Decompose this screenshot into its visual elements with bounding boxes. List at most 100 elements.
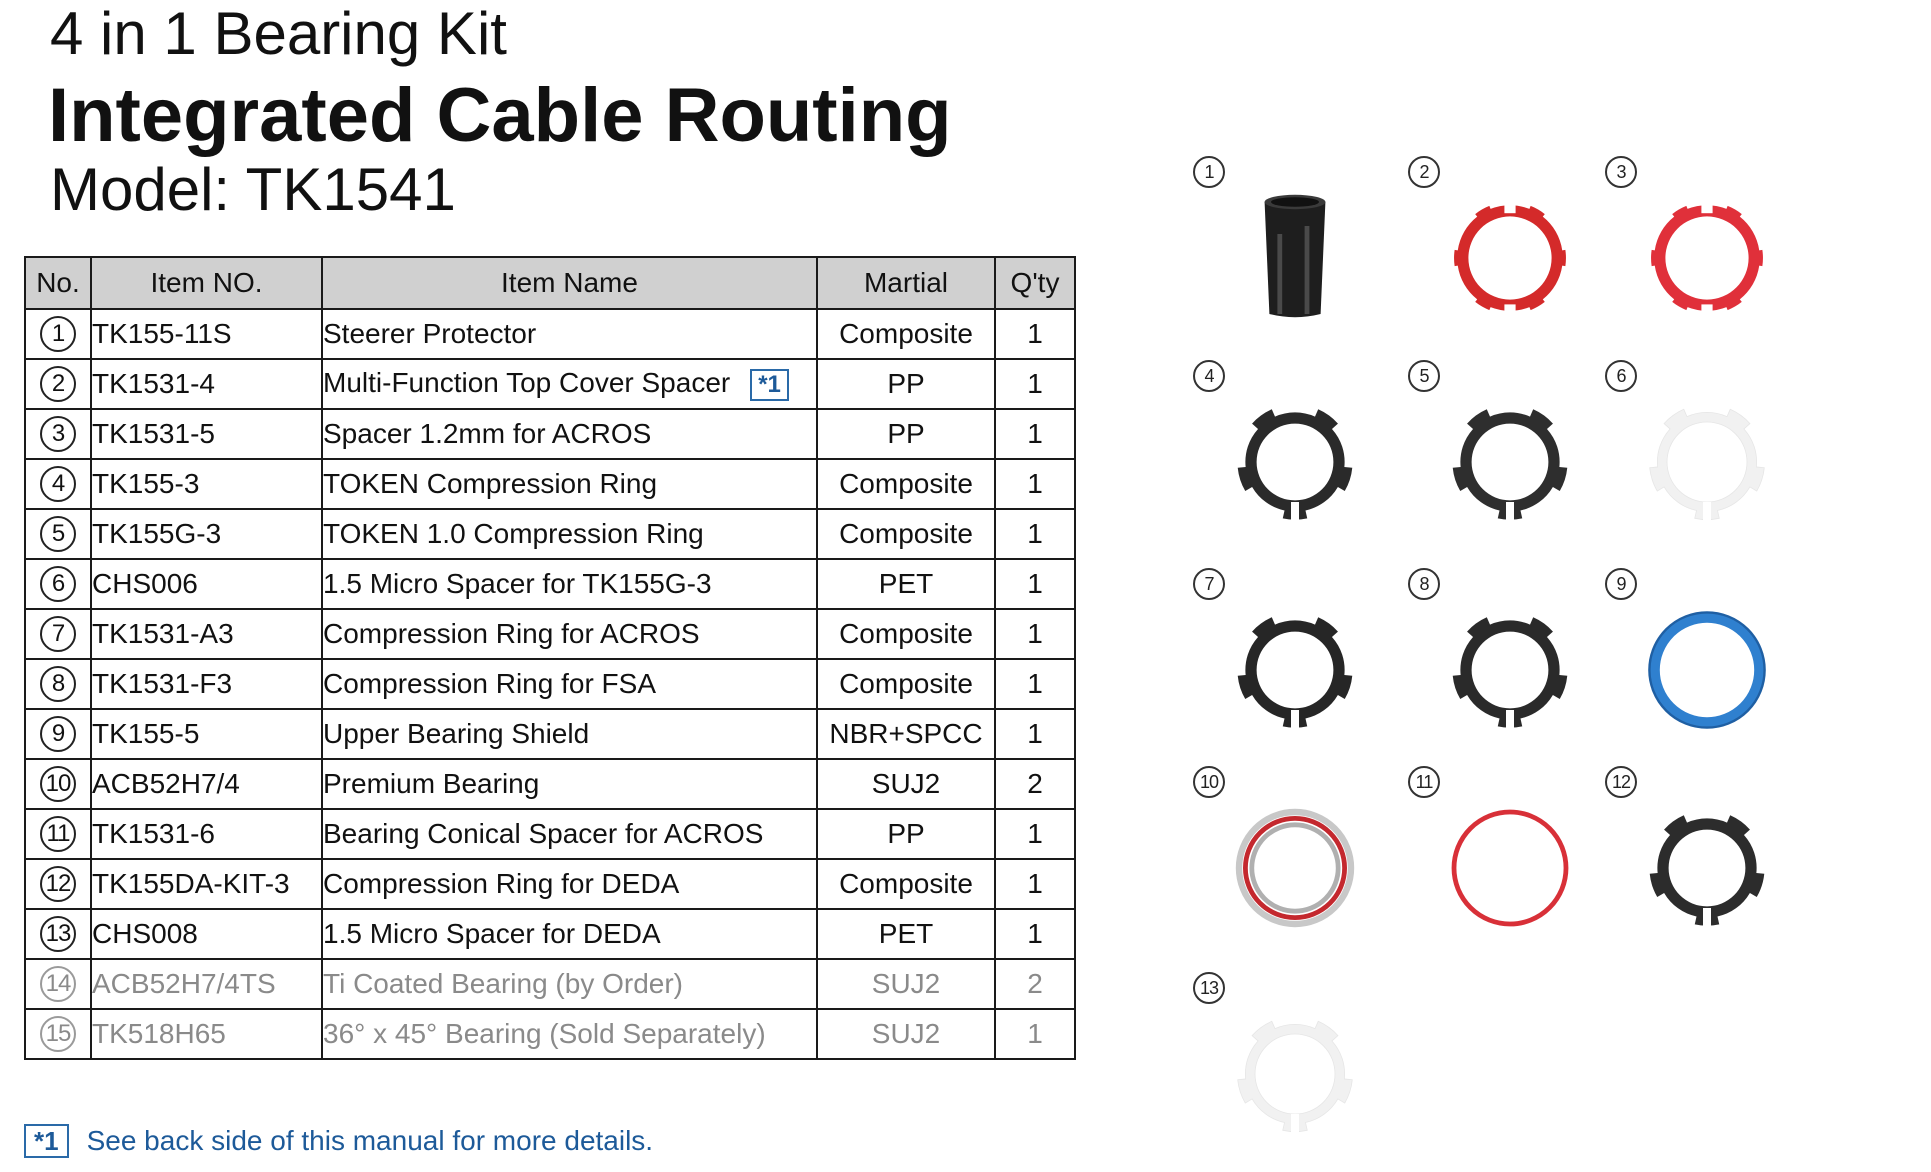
item-name-cell: Compression Ring for ACROS <box>321 608 818 660</box>
row-number-badge: 7 <box>40 616 76 652</box>
material-cell: PET <box>816 908 996 960</box>
micro-spacer-icon <box>1649 408 1765 526</box>
footnote-marker: *1 <box>24 1124 69 1158</box>
compression-ring-icon <box>1237 617 1353 734</box>
item-name-cell: 36° x 45° Bearing (Sold Separately) <box>321 1008 818 1060</box>
row-number-badge: 11 <box>40 816 76 852</box>
item-name-cell: 1.5 Micro Spacer for DEDA <box>321 908 818 960</box>
quantity-cell: 1 <box>994 308 1076 360</box>
part-illustration: 1 <box>1193 156 1393 356</box>
quantity-cell: 1 <box>994 408 1076 460</box>
item-name: TOKEN Compression Ring <box>323 468 658 499</box>
part-illustration: 7 <box>1193 568 1393 768</box>
part-number-badge: 12 <box>1605 766 1637 798</box>
header-material: Martial <box>816 256 996 310</box>
item-name-cell: Steerer Protector <box>321 308 818 360</box>
kit-title: 4 in 1 Bearing Kit <box>50 0 507 67</box>
item-number-cell: ACB52H7/4TS <box>90 958 323 1010</box>
compression-ring-icon <box>1237 409 1353 526</box>
item-name-cell: Compression Ring for DEDA <box>321 858 818 910</box>
item-name-cell: Multi-Function Top Cover Spacer *1 <box>321 358 818 410</box>
item-number-cell: TK155DA-KIT-3 <box>90 858 323 910</box>
quantity-cell: 1 <box>994 858 1076 910</box>
part-number-badge: 3 <box>1605 156 1637 188</box>
note-marker: *1 <box>750 368 789 401</box>
item-name: Compression Ring for ACROS <box>323 618 700 649</box>
item-number-cell: TK155-11S <box>90 308 323 360</box>
material-cell: PET <box>816 558 996 610</box>
part-illustration: 3 <box>1605 156 1805 356</box>
row-number-cell: 14 <box>24 958 92 1010</box>
item-name: Bearing Conical Spacer for ACROS <box>323 818 764 849</box>
item-name: Spacer 1.2mm for ACROS <box>323 418 652 449</box>
item-name-cell: Spacer 1.2mm for ACROS <box>321 408 818 460</box>
row-number-cell: 7 <box>24 608 92 660</box>
item-number-cell: TK155-5 <box>90 708 323 760</box>
quantity-cell: 1 <box>994 558 1076 610</box>
table-header-row: No. Item NO. Item Name Martial Q'ty <box>24 256 1076 310</box>
item-number-cell: TK1531-4 <box>90 358 323 410</box>
row-number-badge: 3 <box>40 416 76 452</box>
item-number-cell: TK1531-5 <box>90 408 323 460</box>
part-illustration: 8 <box>1408 568 1608 768</box>
part-illustration: 6 <box>1605 360 1805 560</box>
row-number-cell: 8 <box>24 658 92 710</box>
quantity-cell: 1 <box>994 458 1076 510</box>
material-cell: SUJ2 <box>816 958 996 1010</box>
item-name-cell: 1.5 Micro Spacer for TK155G-3 <box>321 558 818 610</box>
row-number-badge: 2 <box>40 366 76 402</box>
row-number-cell: 13 <box>24 908 92 960</box>
row-number-cell: 4 <box>24 458 92 510</box>
row-number-badge: 15 <box>40 1016 76 1052</box>
row-number-cell: 15 <box>24 1008 92 1060</box>
quantity-cell: 1 <box>994 508 1076 560</box>
material-cell: Composite <box>816 858 996 910</box>
model-number: Model: TK1541 <box>50 156 456 223</box>
part-number-badge: 7 <box>1193 568 1225 600</box>
part-number-badge: 10 <box>1193 766 1225 798</box>
item-number-cell: TK155G-3 <box>90 508 323 560</box>
item-name: Steerer Protector <box>323 318 537 349</box>
part-illustration: 12 <box>1605 766 1805 966</box>
material-cell: Composite <box>816 658 996 710</box>
item-name-cell: Upper Bearing Shield <box>321 708 818 760</box>
item-name-cell: Ti Coated Bearing (by Order) <box>321 958 818 1010</box>
item-number-cell: TK1531-6 <box>90 808 323 860</box>
item-name-cell: Compression Ring for FSA <box>321 658 818 710</box>
row-number-badge: 9 <box>40 716 76 752</box>
item-name: Multi-Function Top Cover Spacer <box>323 367 731 399</box>
quantity-cell: 1 <box>994 708 1076 760</box>
part-number-badge: 6 <box>1605 360 1637 392</box>
row-number-cell: 10 <box>24 758 92 810</box>
part-illustration: 10 <box>1193 766 1393 966</box>
material-cell: SUJ2 <box>816 1008 996 1060</box>
item-number-cell: TK518H65 <box>90 1008 323 1060</box>
part-illustration: 13 <box>1193 972 1393 1172</box>
part-number-badge: 9 <box>1605 568 1637 600</box>
top-cover-spacer-icon <box>1454 202 1566 316</box>
row-number-badge: 5 <box>40 516 76 552</box>
item-number-cell: TK1531-F3 <box>90 658 323 710</box>
quantity-cell: 1 <box>994 358 1076 410</box>
item-number-cell: TK1531-A3 <box>90 608 323 660</box>
part-number-badge: 8 <box>1408 568 1440 600</box>
part-illustration: 2 <box>1408 156 1608 356</box>
header-qty: Q'ty <box>994 256 1076 310</box>
part-number-badge: 2 <box>1408 156 1440 188</box>
material-cell: SUJ2 <box>816 758 996 810</box>
row-number-cell: 6 <box>24 558 92 610</box>
item-name: Premium Bearing <box>323 768 540 799</box>
material-cell: Composite <box>816 608 996 660</box>
row-number-badge: 1 <box>40 316 76 352</box>
spacer-ring-icon <box>1651 202 1763 316</box>
part-illustration: 5 <box>1408 360 1608 560</box>
